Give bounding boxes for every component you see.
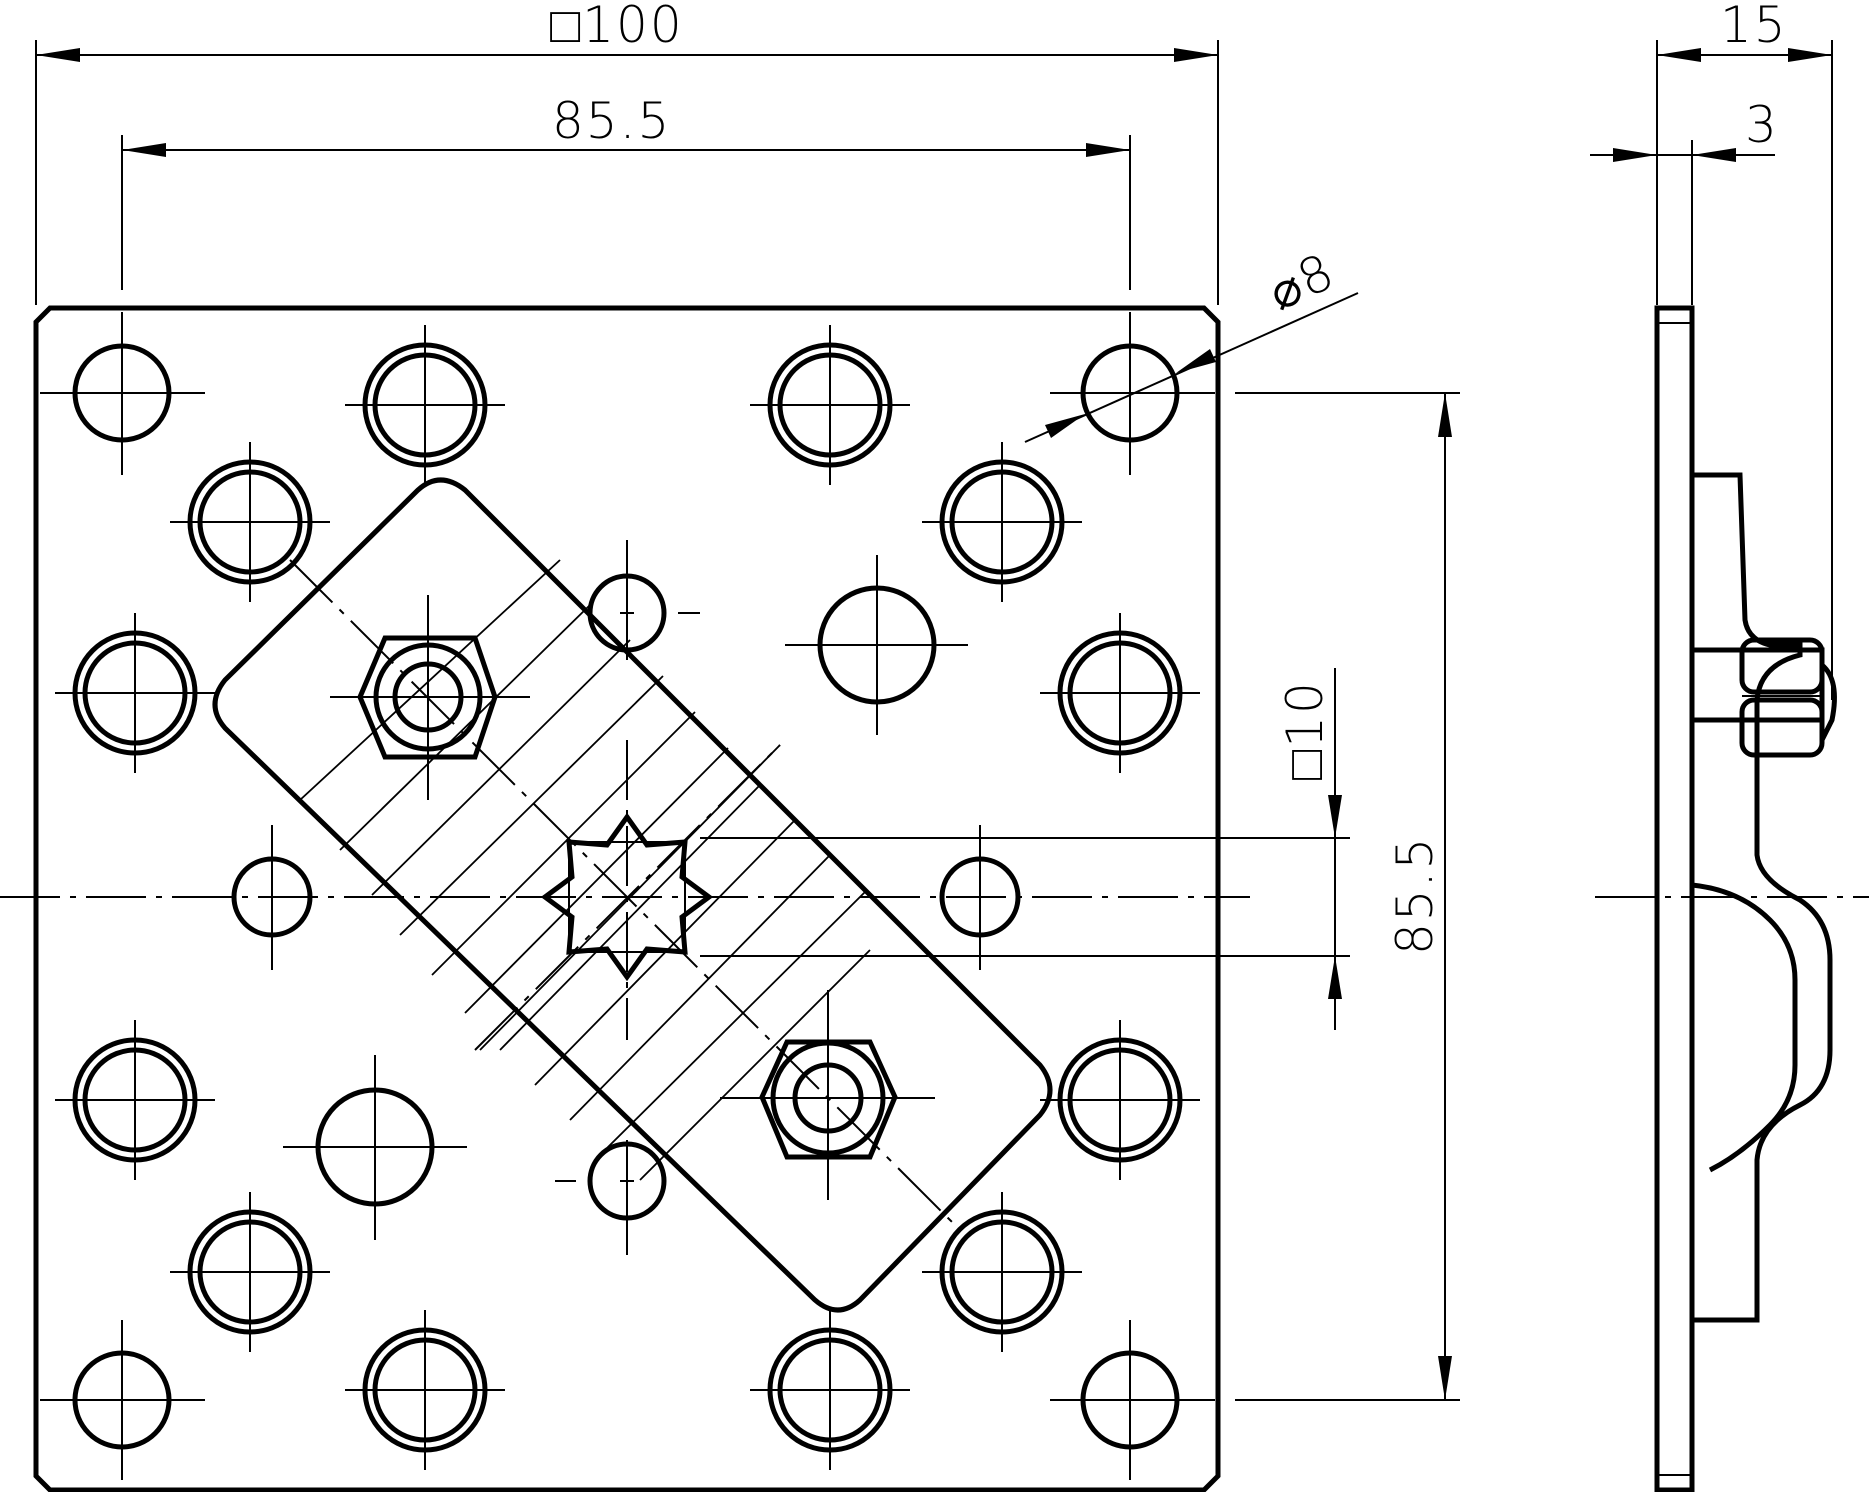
dim-square: □10 bbox=[700, 668, 1350, 1030]
nut-upper bbox=[330, 595, 530, 800]
side-view: 15 3 bbox=[1590, 0, 1869, 1492]
dim-vertical-spacing-label: 85.5 bbox=[1386, 836, 1444, 955]
base-plate-outline bbox=[33, 305, 1221, 1492]
dim-total-height-label: 15 bbox=[1720, 0, 1788, 54]
side-nut-lower bbox=[1739, 697, 1825, 758]
dim-hole-diameter: ⌀8 bbox=[1024, 242, 1359, 443]
dim-width: □100 bbox=[35, 0, 1219, 305]
star-socket-square bbox=[568, 841, 686, 953]
dim-square-label: □10 bbox=[1276, 680, 1334, 780]
center-marks bbox=[115, 386, 1137, 1407]
dim-hole-spacing-label: 85.5 bbox=[552, 92, 671, 150]
dim-vertical-spacing: 85.5 bbox=[1235, 392, 1460, 1401]
hole-countersunk bbox=[55, 325, 1200, 1470]
front-view: □100 85.5 ⌀8 □10 bbox=[0, 0, 1460, 1492]
dim-plate-thickness-label: 3 bbox=[1745, 96, 1779, 154]
dim-hole-diameter-label: ⌀8 bbox=[1260, 242, 1344, 322]
side-base-plate bbox=[1654, 305, 1695, 1492]
dim-hole-spacing: 85.5 bbox=[121, 92, 1131, 290]
side-clamp-profile bbox=[1692, 472, 1833, 1323]
rotated-clamp-plate bbox=[212, 477, 1053, 1313]
dim-plate-thickness: 3 bbox=[1590, 96, 1779, 305]
star-socket bbox=[540, 812, 714, 982]
nut-lower bbox=[720, 990, 935, 1200]
dim-width-label: □100 bbox=[550, 0, 684, 54]
dim-total-height: 15 bbox=[1656, 0, 1832, 305]
clamp-cross-centerline bbox=[474, 744, 781, 1051]
clamp-diagonal-centerline bbox=[289, 559, 961, 1231]
clamp-pin-lower bbox=[555, 1140, 667, 1255]
hatched-section bbox=[299, 559, 871, 1181]
clamp-pin-upper bbox=[587, 540, 700, 660]
